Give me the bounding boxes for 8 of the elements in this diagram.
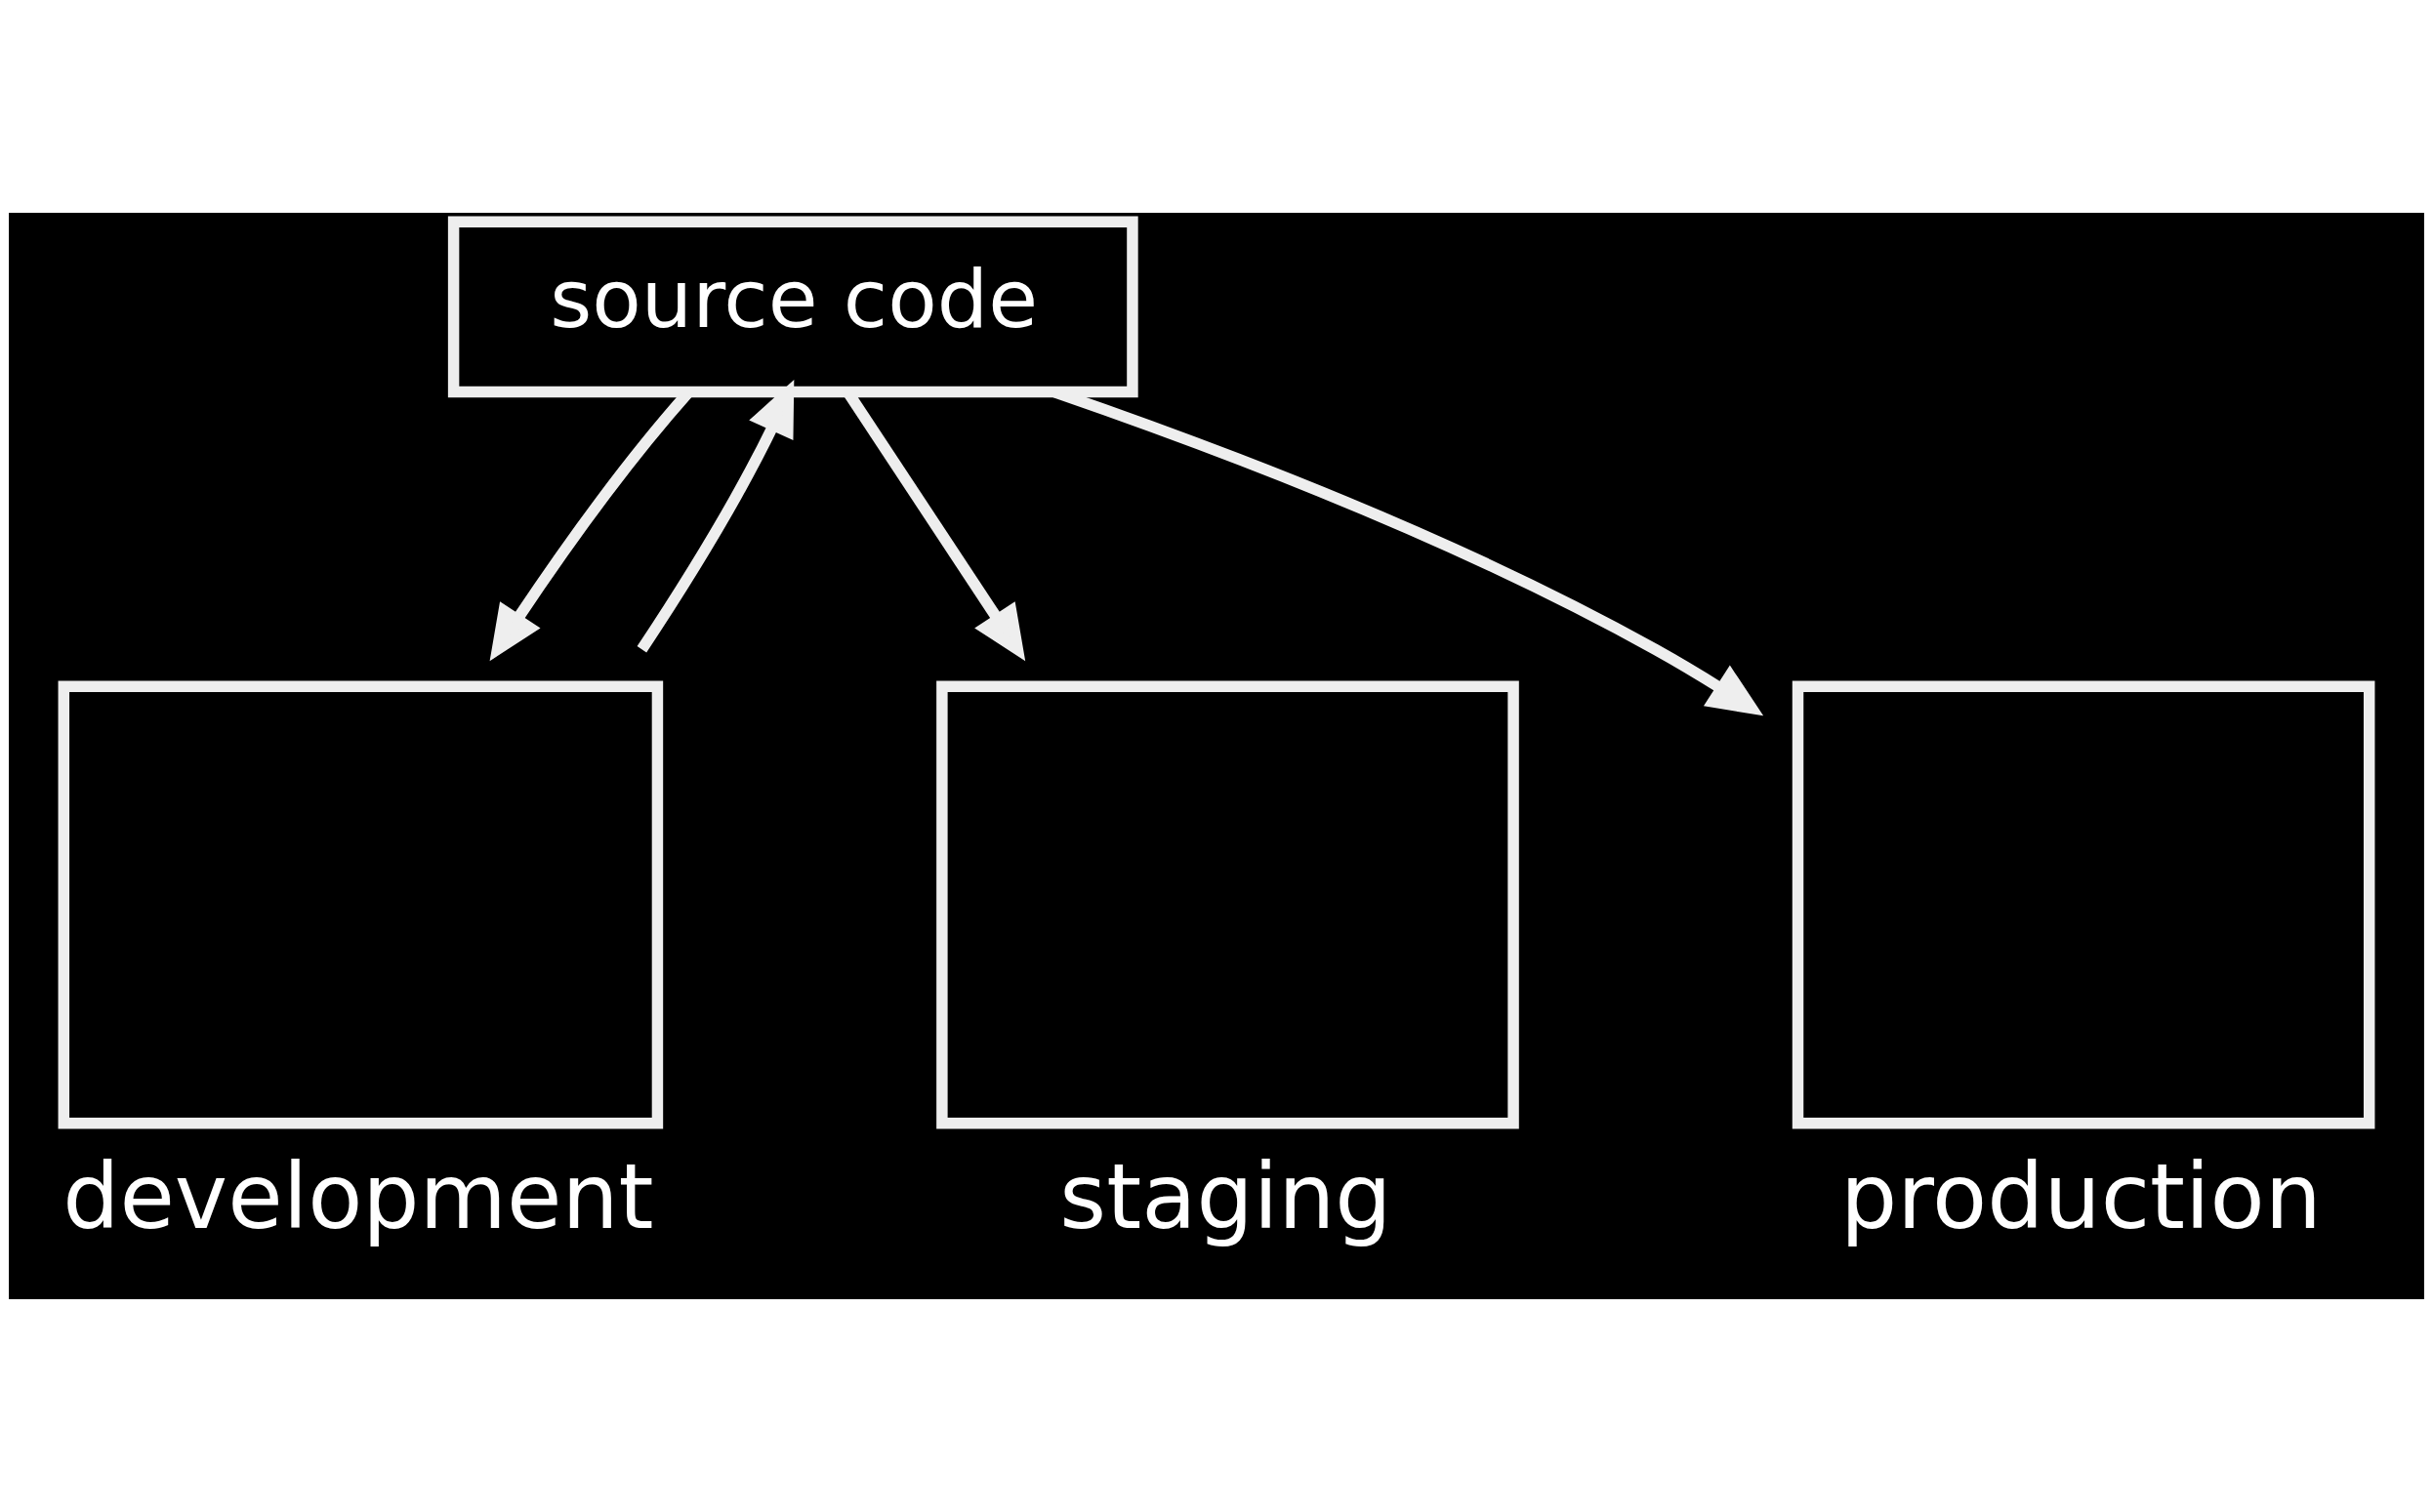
node-label: production [1840,1144,2322,1249]
node-box: source code [447,216,1138,398]
node-box [1792,680,2375,1129]
node-box [936,680,1519,1129]
node-label: development [62,1144,654,1249]
arrow [637,380,795,653]
node-box [58,680,664,1129]
node-label: staging [1059,1144,1392,1249]
